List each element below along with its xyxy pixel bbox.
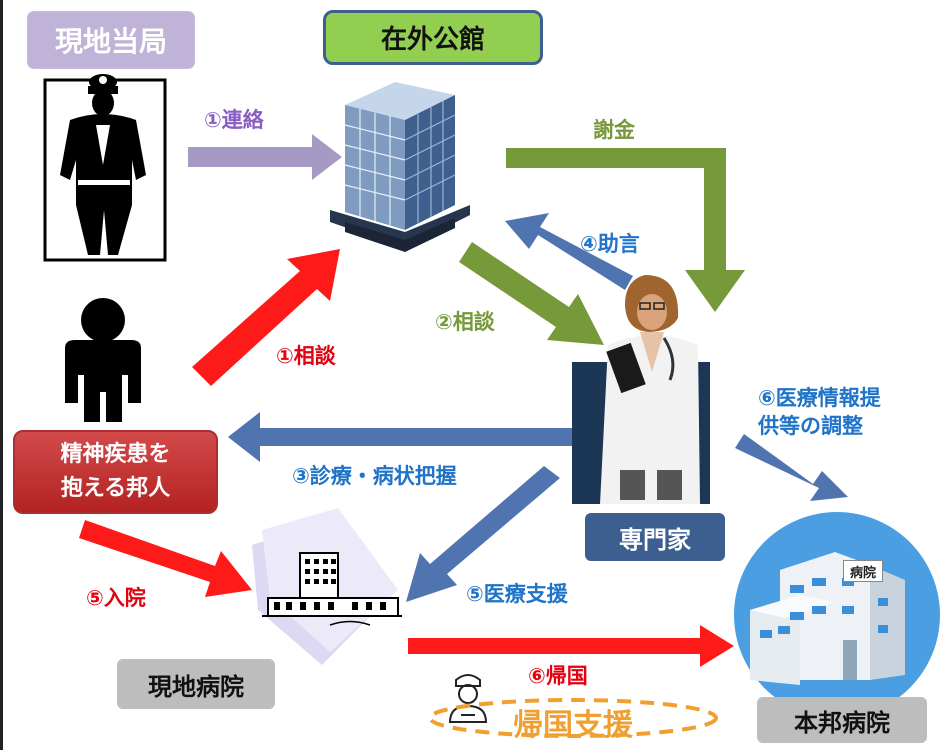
police-officer-icon	[43, 74, 167, 262]
patient-box: 精神疾患を 抱える邦人	[13, 430, 218, 514]
person-icon	[65, 298, 141, 422]
doctor-icon	[572, 275, 710, 504]
arrow-admission	[79, 520, 252, 597]
home-hospital-sign-label: 病院	[849, 565, 876, 581]
arrow-info-coordination	[735, 434, 848, 501]
diagnosis-label: ③診療・病状把握	[292, 464, 457, 488]
return-home-label: ⑥帰国	[528, 664, 588, 688]
info-coordination-label: ⑥医療情報提 供等の調整	[758, 386, 881, 438]
consult1-label: ①相談	[276, 344, 336, 368]
local-authority-box: 現地当局	[28, 12, 194, 68]
home-hospital-label: 本邦病院	[794, 708, 890, 737]
arrow-return	[408, 625, 734, 667]
arrow-consult2	[459, 242, 604, 345]
embassy-building-icon	[330, 82, 470, 252]
patient-label: 精神疾患を 抱える邦人	[60, 442, 171, 501]
specialist-box: 専門家	[585, 513, 725, 561]
local-hospital-label: 現地病院	[148, 672, 244, 701]
local-authority-label: 現地当局	[54, 25, 167, 58]
home-hospital-sign: 病院	[843, 560, 883, 582]
arrow-medical-support	[406, 466, 560, 602]
local-hospital-box: 現地病院	[117, 659, 275, 709]
advice-label: ④助言	[580, 232, 640, 256]
local-hospital-icon	[252, 508, 402, 665]
repatriation-support-ellipse	[428, 698, 718, 738]
page-title: 在外公館	[380, 25, 485, 55]
repatriation-support-label: 帰国支援	[513, 708, 633, 743]
embassy-title-box: 在外公館	[323, 10, 543, 65]
contact-label: ①連絡	[204, 108, 264, 132]
admission-label: ⑤入院	[86, 586, 146, 610]
specialist-label: 専門家	[619, 525, 691, 554]
medical-support-label: ⑤医療支援	[466, 582, 568, 606]
arrow-diagnosis	[228, 412, 572, 462]
frame-border	[0, 0, 3, 750]
arrow-advice	[505, 213, 633, 290]
consult2-label: ②相談	[435, 310, 495, 334]
home-hospital-box: 本邦病院	[757, 697, 927, 743]
arrow-fee	[506, 148, 745, 312]
nurse-icon	[448, 674, 488, 723]
arrow-contact	[188, 134, 342, 180]
arrow-consult1	[192, 249, 340, 386]
fee-label: 謝金	[593, 118, 635, 142]
home-hospital-icon	[734, 512, 940, 718]
